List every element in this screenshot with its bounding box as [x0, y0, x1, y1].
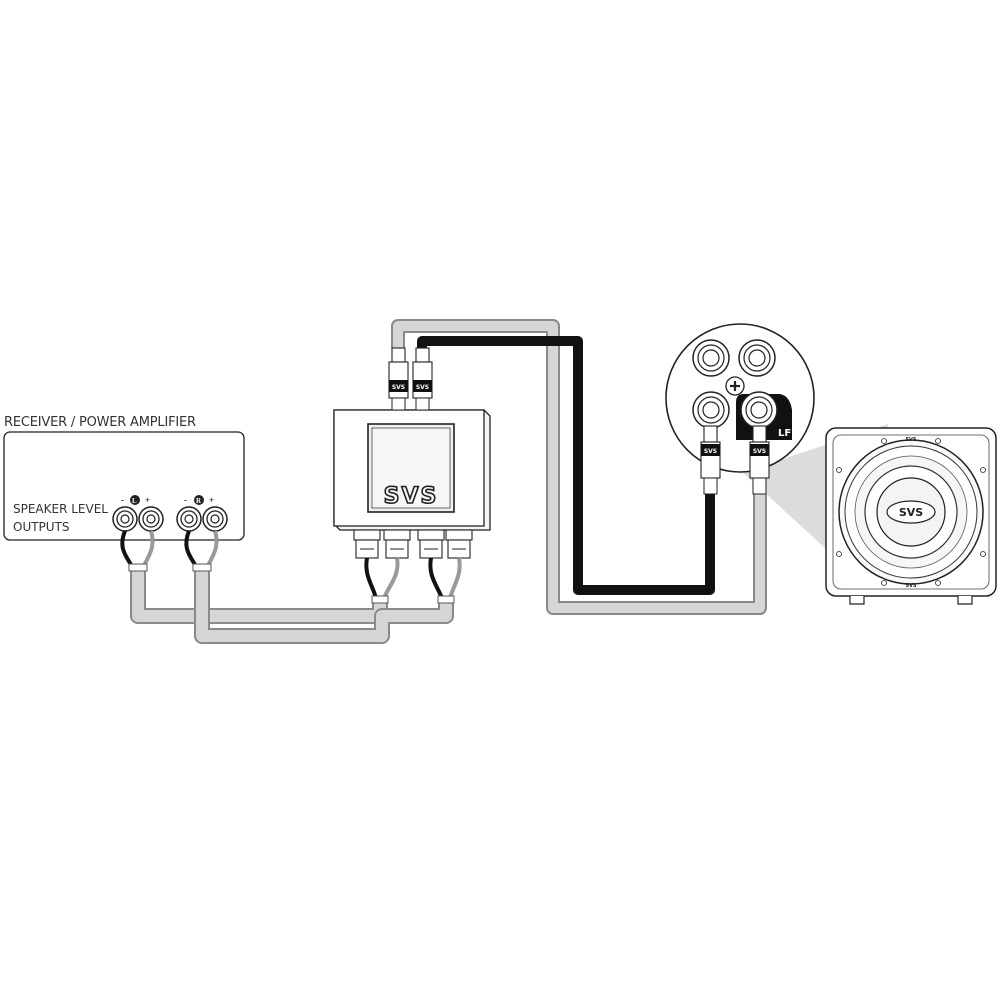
- plus-icon: [725, 376, 745, 396]
- sub-rca-logo-2: SVS: [753, 448, 766, 455]
- left-letter: L: [132, 497, 137, 505]
- sub-input-panel: LFE: [665, 323, 815, 473]
- rca-cable-black: [417, 336, 715, 595]
- speaker-wire-right: [194, 568, 454, 644]
- rca-plug-icon: [412, 347, 433, 411]
- rca-cable-gray: [391, 319, 767, 615]
- adapter-rca-logo-1: SVS: [392, 384, 405, 391]
- lfe-label: LFE: [778, 428, 798, 439]
- right-plus: +: [209, 495, 214, 505]
- right-minus: -: [184, 495, 187, 505]
- binding-post-icon: [176, 506, 202, 532]
- sub-logo-center: SVS: [899, 506, 923, 519]
- rca-plug-icon: [700, 425, 721, 495]
- speaker-wire-left: [130, 568, 388, 624]
- rca-plug-icon: [749, 425, 770, 495]
- speaker-driver-icon: [838, 439, 984, 585]
- binding-post-icon: [202, 506, 228, 532]
- sub-rca-logo-1: SVS: [704, 448, 717, 455]
- receiver-wire-leads: [120, 530, 219, 572]
- sub-logo-top: SVS: [905, 437, 916, 443]
- sub-logo-bottom: SVS: [905, 583, 916, 589]
- rca-plug-icon: [388, 347, 409, 411]
- subwoofer-cabinet: SVS SVS SVS: [825, 427, 997, 605]
- binding-post-icon: [112, 506, 138, 532]
- adapter-box: SVS: [333, 409, 491, 531]
- adapter-wire-leads: [364, 557, 462, 604]
- adapter-terminals: [353, 529, 473, 559]
- receiver-title: RECEIVER / POWER AMPLIFIER: [4, 415, 196, 430]
- adapter-logo: SVS: [384, 484, 439, 509]
- left-channel-badge: [130, 495, 140, 505]
- right-letter: R: [196, 497, 202, 505]
- adapter-rca-logo-2: SVS: [416, 384, 429, 391]
- binding-post-icon: [138, 506, 164, 532]
- left-plus: +: [145, 495, 150, 505]
- speaker-level-label: SPEAKER LEVEL: [13, 502, 108, 516]
- left-minus: -: [121, 495, 124, 505]
- outputs-label: OUTPUTS: [13, 520, 70, 534]
- right-channel-badge: [194, 495, 204, 505]
